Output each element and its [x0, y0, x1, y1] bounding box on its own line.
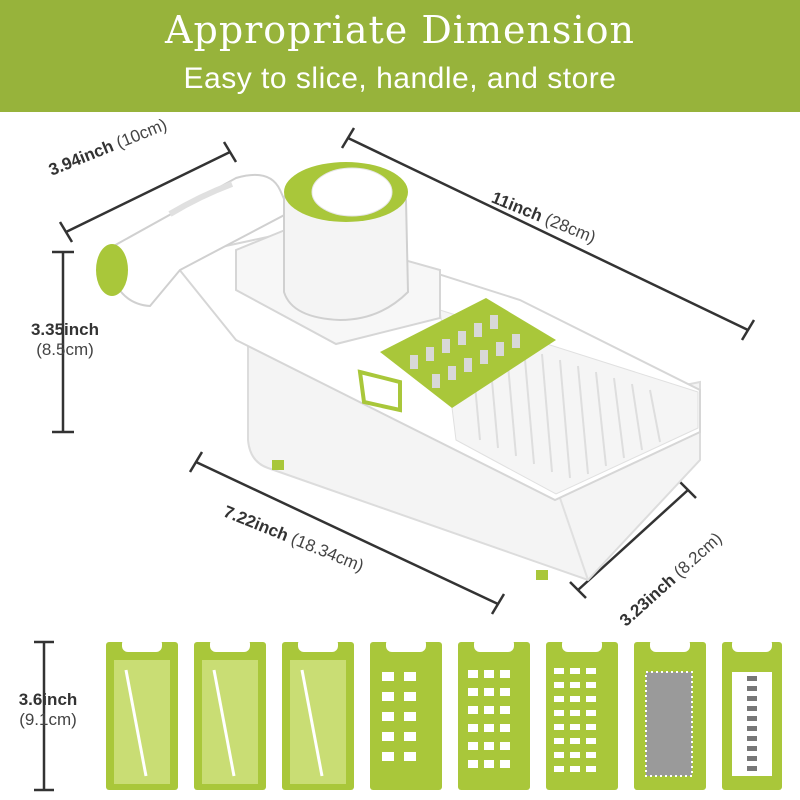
blade-card-8 — [722, 638, 782, 790]
dim-height-metric: (8.5cm) — [36, 340, 94, 359]
dim-line-container-length — [195, 460, 499, 606]
blade-card-7 — [634, 638, 706, 790]
blade-card-3 — [282, 638, 354, 790]
banner-subtitle: Easy to slice, handle, and store — [183, 62, 617, 95]
banner-title: Appropriate Dimension — [165, 8, 635, 52]
blade-card-2 — [194, 638, 266, 790]
dim-line-length — [347, 136, 749, 332]
dim-blade-height-imperial: 3.6inch — [18, 690, 78, 709]
slicer-handle — [96, 174, 292, 308]
blade-card-6 — [546, 638, 618, 790]
dim-label-height: 3.35inch (8.5cm) — [20, 320, 110, 360]
blade-cards — [106, 638, 782, 790]
dim-label-blade-height: 3.6inch (9.1cm) — [8, 690, 88, 730]
dim-line-container-width — [577, 489, 689, 591]
blade-card-5 — [458, 638, 530, 790]
dim-line-width — [65, 150, 231, 234]
blade-card-1 — [106, 638, 178, 790]
food-holder — [235, 162, 441, 346]
dim-blade-height-metric: (9.1cm) — [19, 710, 77, 729]
blade-card-4 — [370, 638, 442, 790]
header-banner: Appropriate Dimension Easy to slice, han… — [0, 0, 800, 112]
dim-height-imperial: 3.35inch — [30, 320, 100, 339]
